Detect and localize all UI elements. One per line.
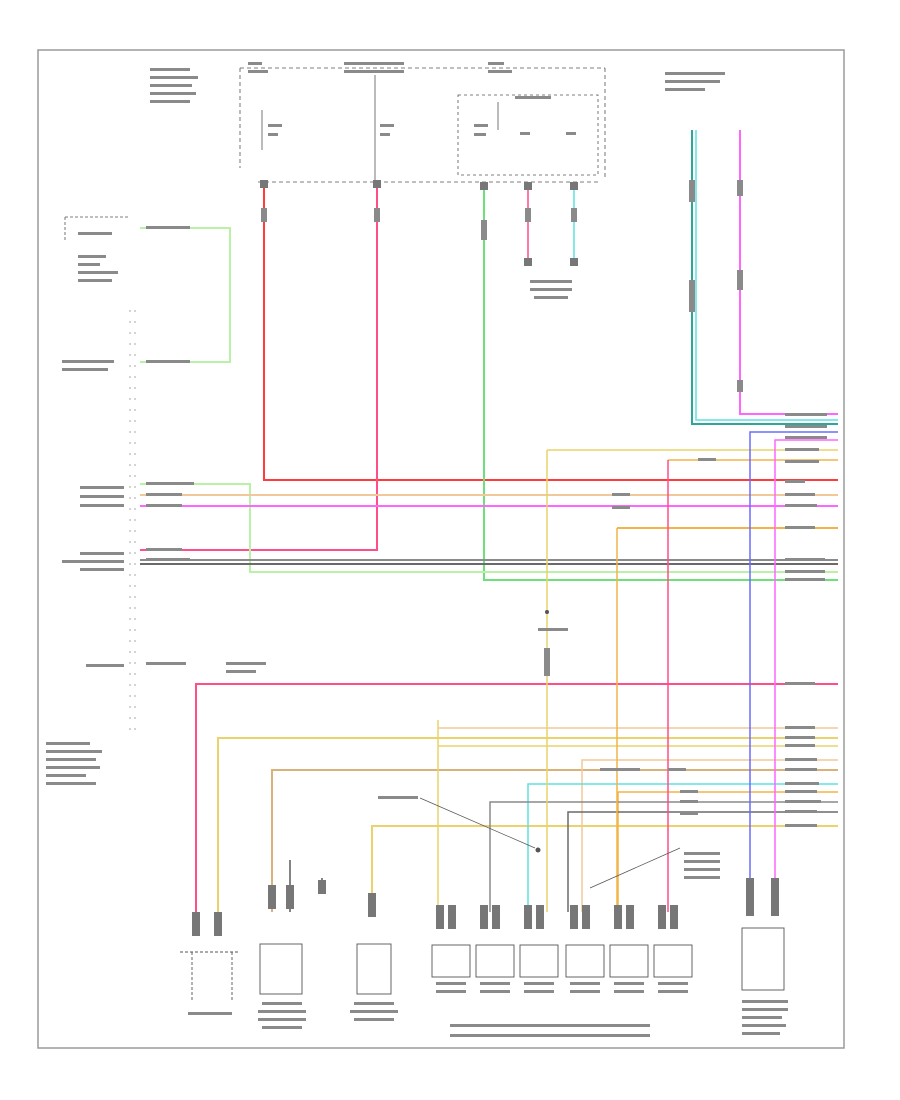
wire-magenta-vert <box>774 439 838 912</box>
wire-red-2 <box>140 185 378 551</box>
component-injector-5 <box>609 944 649 978</box>
component-injector-1 <box>431 944 471 978</box>
wire-magenta-right <box>739 130 838 415</box>
pcm-connector-pins <box>129 310 136 735</box>
component-generator <box>180 951 240 1000</box>
bottom-connectors <box>192 878 779 936</box>
wire-yellow-lower-4 <box>437 720 838 912</box>
wire-pink-long <box>195 683 838 912</box>
fuse-connector-box <box>530 280 572 299</box>
bottom-labels <box>188 982 788 1037</box>
power-labels <box>150 62 725 136</box>
wire-teal-2 <box>695 130 838 421</box>
upper-left-sensor <box>62 216 130 371</box>
component-sensor-b <box>356 943 392 995</box>
component-injector-3 <box>519 944 559 978</box>
component-right-sensor <box>741 927 785 991</box>
wire-cyan-lower <box>527 783 838 912</box>
component-injector-4 <box>565 944 605 978</box>
wire-teal <box>691 130 838 425</box>
wire-dark-lower <box>567 811 838 912</box>
wire-tan-lower-5 <box>581 759 838 912</box>
wire-green-1 <box>483 190 838 581</box>
right-terminal-labels <box>785 413 827 827</box>
wire-red-1 <box>263 185 838 481</box>
pcm-label <box>46 486 124 785</box>
inline-wire-labels <box>146 226 720 879</box>
wire-light-green-upper <box>140 227 231 363</box>
wire-yellow-lower-3 <box>371 825 838 912</box>
vertical-wire-ticks <box>261 180 743 676</box>
component-injector-6 <box>653 944 693 978</box>
diagram-frame <box>37 49 845 1049</box>
wires <box>140 130 838 912</box>
wire-gray-lower <box>489 801 838 912</box>
top-connectors <box>260 180 578 266</box>
component-sensor-a <box>259 943 303 995</box>
bottom-components <box>180 927 785 1000</box>
component-injector-2 <box>475 944 515 978</box>
wire-light-green-2 <box>140 483 838 573</box>
splice-points <box>535 610 549 853</box>
leader-lines <box>419 797 681 889</box>
power-distribution-section <box>239 67 606 183</box>
wire-yellow-lower-1 <box>217 737 838 912</box>
wire-orange-lower-6 <box>617 791 838 912</box>
wire-blue <box>749 431 838 912</box>
